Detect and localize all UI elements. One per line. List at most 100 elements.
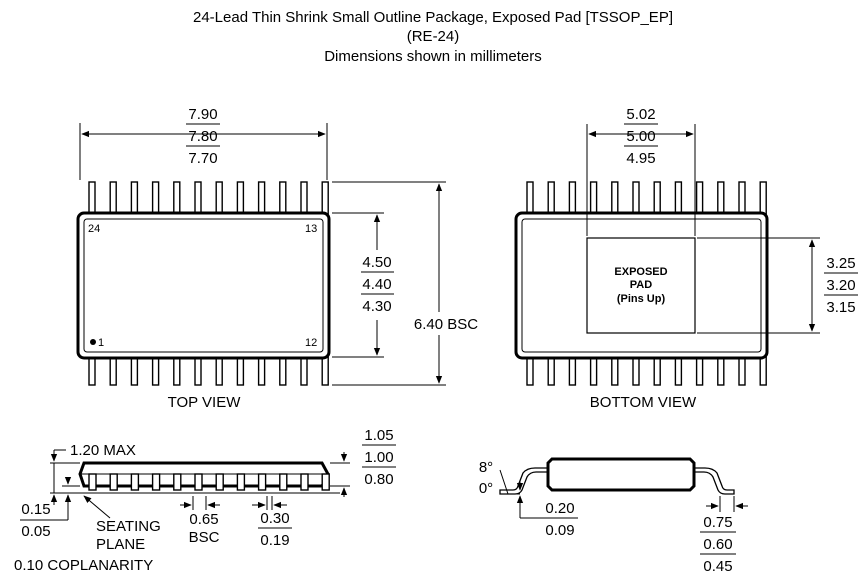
lead [321,356,329,386]
pin-label-13: 13 [305,223,317,235]
exposed-pad-label-3: (Pins Up) [617,293,666,305]
lead [568,181,577,215]
length-nom: 7.80 [188,128,217,145]
lead [151,356,160,386]
lead [151,473,161,491]
lead [88,473,97,491]
lead [173,181,181,215]
lead [130,473,140,491]
title-line-1: 24-Lead Thin Shrink Small Outline Packag… [193,9,673,26]
lead [568,356,577,386]
length-min: 7.70 [188,150,217,167]
standoff-dimension [20,476,80,521]
standoff-max: 0.15 [21,501,50,518]
lead [674,181,683,215]
side-view-leads [88,473,330,491]
top-view-upper-leads [88,181,329,215]
lead [215,181,223,215]
pitch-dimension [180,496,220,510]
side-view [60,461,340,494]
bottom-view-label: BOTTOM VIEW [590,394,697,411]
body-width-max: 4.50 [362,254,391,271]
lead [194,473,203,491]
lead [88,181,96,215]
pin-label-12: 12 [305,337,317,349]
bottom-view-lower-leads [526,356,767,386]
exposed-pad [586,237,696,334]
body-width-dimension [332,212,394,358]
pad-width-nom: 3.20 [826,277,855,294]
lead [717,356,725,386]
pad-length-min: 4.95 [626,150,655,167]
bottom-view-upper-leads [526,181,767,215]
exposed-pad-label-1: EXPOSED [614,266,667,278]
foot-length-dimension [700,496,748,555]
length-dimension [79,123,328,180]
lead [215,473,224,491]
pad-length-dimension [586,123,696,236]
lead [695,356,704,386]
end-view-left-lead [499,467,548,495]
lead [653,356,661,386]
body-thickness-dimension [330,444,396,497]
lead [611,181,619,215]
lead-width-max: 0.30 [260,510,289,527]
lead-width-min: 0.19 [260,532,289,549]
lead [526,181,534,215]
pad-length-nom: 5.00 [626,128,655,145]
lead-span-label: 6.40 BSC [414,316,478,333]
lead [88,356,96,386]
lead [173,356,181,386]
pin-label-1: 1 [98,337,104,349]
pin-label-24: 24 [88,223,100,235]
body-thickness-max: 1.05 [364,427,393,444]
lead [257,356,266,386]
bottom-view-body [514,211,769,360]
lead [194,356,202,386]
seating-plane-label-2: PLANE [96,536,145,553]
body-thickness-nom: 1.00 [364,449,393,466]
pad-length-max: 5.02 [626,106,655,123]
pad-width-max: 3.25 [826,255,855,272]
lead [589,181,598,215]
coplanarity-label: 0.10 COPLANARITY [14,557,153,574]
lead [257,181,266,215]
lead [674,356,683,386]
top-view-body-inner [83,218,324,353]
lead [130,181,139,215]
top-view-label: TOP VIEW [168,394,242,411]
foot-length-nom: 0.60 [703,536,732,553]
end-view [499,457,735,495]
max-height-dimension [50,449,80,505]
end-view-right-lead [694,467,735,495]
lead [653,181,661,215]
lead [547,356,555,386]
lead [151,181,160,215]
lead [526,356,534,386]
title-line-3: Dimensions shown in millimeters [324,48,542,65]
exposed-pad-label-2: PAD [630,279,652,291]
title-line-2: (RE-24) [407,28,460,45]
lead [130,356,139,386]
lead [321,181,329,215]
standoff-min: 0.05 [21,523,50,540]
lead [236,356,245,386]
angle-dimension [499,469,578,519]
lead [321,473,330,491]
lead [738,181,746,215]
lead [109,181,117,215]
lead [279,181,287,215]
lead [173,473,182,491]
foot-length-max: 0.75 [703,514,732,531]
top-view-lower-leads [88,356,329,386]
max-height-label: 1.20 MAX [70,442,136,459]
lead [279,473,288,491]
bottom-view-body-inner [521,218,762,353]
lead [236,473,246,491]
lead [194,181,202,215]
lead [300,181,308,215]
pad-width-min: 3.15 [826,299,855,316]
lead [611,356,619,386]
body-width-min: 4.30 [362,298,391,315]
